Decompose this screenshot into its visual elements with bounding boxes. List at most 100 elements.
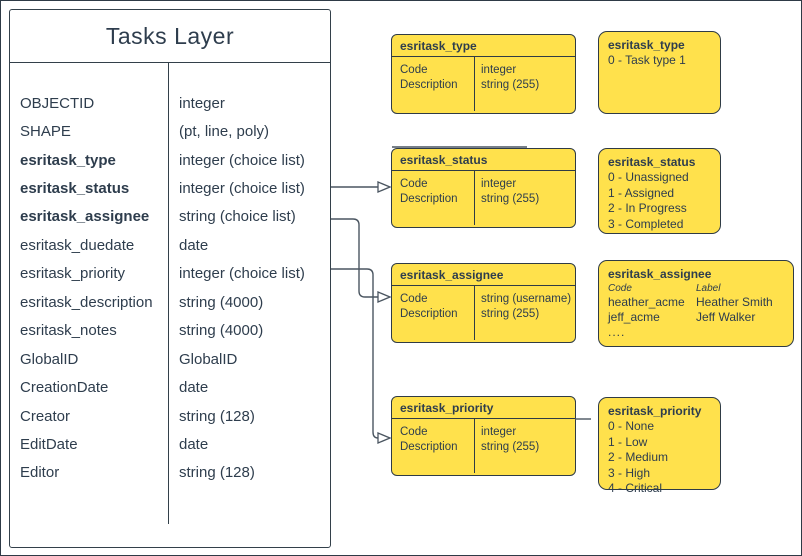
value-list-item: 0 - Unassigned (608, 170, 689, 184)
field-name: esritask_notes (20, 322, 117, 340)
field-type: (pt, line, poly) (179, 123, 270, 141)
domain-table-priority: esritask_priority Code integer Descripti… (391, 396, 576, 476)
domain-table-title: esritask_type (392, 35, 575, 57)
value-list-item: 3 - High (608, 465, 651, 480)
row-field: Description (400, 308, 458, 320)
field-name: Editor (20, 464, 60, 482)
arrowhead-assignee (377, 291, 392, 303)
row-field: Code (400, 426, 428, 438)
field-type: date (179, 379, 209, 397)
value-list-item: 3 - Completed (608, 216, 684, 231)
field-type: string (4000) (179, 293, 264, 311)
value-list-item: 4 - Critical (608, 481, 663, 495)
field-name: esritask_priority (20, 265, 126, 283)
field-type: date (179, 236, 209, 254)
row-type: integer (481, 426, 517, 438)
table-row: Description string (255) (392, 192, 575, 207)
row-type: string (255) (481, 79, 540, 91)
table-rows: Code integer Description string (255) (392, 57, 575, 93)
row-type: integer (481, 64, 517, 76)
assignee-code: heather_acme (608, 295, 685, 309)
assignee-label: Heather Smith (696, 295, 773, 309)
table-divider (474, 57, 475, 111)
table-row: Description string (255) (392, 78, 575, 93)
field-name: esritask_description (20, 293, 153, 311)
field-name: esritask_status (20, 180, 130, 198)
row-field: Description (400, 441, 458, 453)
field-name: CreationDate (20, 379, 109, 397)
domain-table-title: esritask_priority (392, 397, 575, 419)
field-row: OBJECTID integer (10, 89, 330, 117)
field-row: esritask_type integer (choice list) (10, 146, 330, 174)
assignee-label: Jeff Walker (696, 310, 756, 324)
assignee-column-headers: Code Label (608, 282, 784, 295)
value-list-title: esritask_assignee (608, 267, 712, 281)
arrowhead-status (377, 181, 392, 193)
value-list-item: 0 - None (608, 419, 655, 433)
table-row: Code integer (392, 177, 575, 192)
table-rows: Code string (username) Description strin… (392, 286, 575, 322)
table-row: Code integer (392, 425, 575, 440)
field-type: string (choice list) (179, 208, 296, 226)
value-list-title: esritask_status (608, 155, 696, 169)
field-row: SHAPE (pt, line, poly) (10, 117, 330, 145)
field-name: OBJECTID (20, 94, 95, 112)
field-row: esritask_notes string (4000) (10, 317, 330, 345)
field-name: esritask_assignee (20, 208, 150, 226)
value-list-assignee: esritask_assignee Code Label heather_acm… (598, 260, 794, 347)
field-row: esritask_description string (4000) (10, 288, 330, 316)
field-row: esritask_priority integer (choice list) (10, 260, 330, 288)
table-divider (474, 419, 475, 473)
table-row: Code integer (392, 63, 575, 78)
value-list-items: 0 - Task type 1 (608, 53, 711, 69)
field-name: esritask_duedate (20, 236, 135, 254)
field-row: esritask_duedate date (10, 231, 330, 259)
value-list-title: esritask_type (608, 38, 685, 52)
tasks-layer-fields: OBJECTID integer SHAPE (pt, line, poly) … (10, 89, 330, 487)
field-row: EditDate date (10, 430, 330, 458)
field-type: integer (choice list) (179, 151, 305, 169)
row-field: Description (400, 193, 458, 205)
row-type: integer (481, 178, 517, 190)
field-name: esritask_type (20, 151, 116, 169)
field-type: GlobalID (179, 350, 238, 368)
row-field: Code (400, 64, 428, 76)
value-list-item: 2 - In Progress (608, 201, 687, 215)
assignee-entries: heather_acme Heather Smith jeff_acme Jef… (608, 295, 784, 325)
field-type: string (128) (179, 464, 255, 482)
field-type: string (128) (179, 407, 255, 425)
tasks-layer-title: Tasks Layer (10, 10, 330, 63)
row-type: string (255) (481, 441, 540, 453)
field-row: GlobalID GlobalID (10, 345, 330, 373)
field-row: esritask_status integer (choice list) (10, 174, 330, 202)
value-list-item: 0 - Task type 1 (608, 53, 686, 67)
row-type: string (255) (481, 308, 540, 320)
assignee-entry: jeff_acme Jeff Walker (608, 310, 784, 325)
field-row: CreationDate date (10, 373, 330, 401)
field-name: SHAPE (20, 123, 71, 141)
table-row: Description string (255) (392, 307, 575, 322)
table-row: Code string (username) (392, 292, 575, 307)
field-type: integer (choice list) (179, 180, 305, 198)
assignee-entry: heather_acme Heather Smith (608, 295, 784, 310)
field-type: integer (choice list) (179, 265, 305, 283)
field-type: integer (179, 94, 225, 112)
value-list-item: 1 - Low (608, 434, 648, 449)
field-type: date (179, 435, 209, 453)
row-field: Code (400, 293, 428, 305)
arrowhead-priority (377, 432, 392, 444)
field-name: GlobalID (20, 350, 79, 368)
domain-table-assignee: esritask_assignee Code string (username)… (391, 263, 576, 343)
table-rows: Code integer Description string (255) (392, 171, 575, 207)
tasks-layer-column-divider (168, 63, 169, 524)
value-list-item: 2 - Medium (608, 450, 669, 464)
connector-priority (331, 268, 379, 439)
assignee-code: jeff_acme (608, 310, 660, 324)
domain-table-type: esritask_type Code integer Description s… (391, 34, 576, 114)
assignee-label-header: Label (696, 283, 721, 294)
